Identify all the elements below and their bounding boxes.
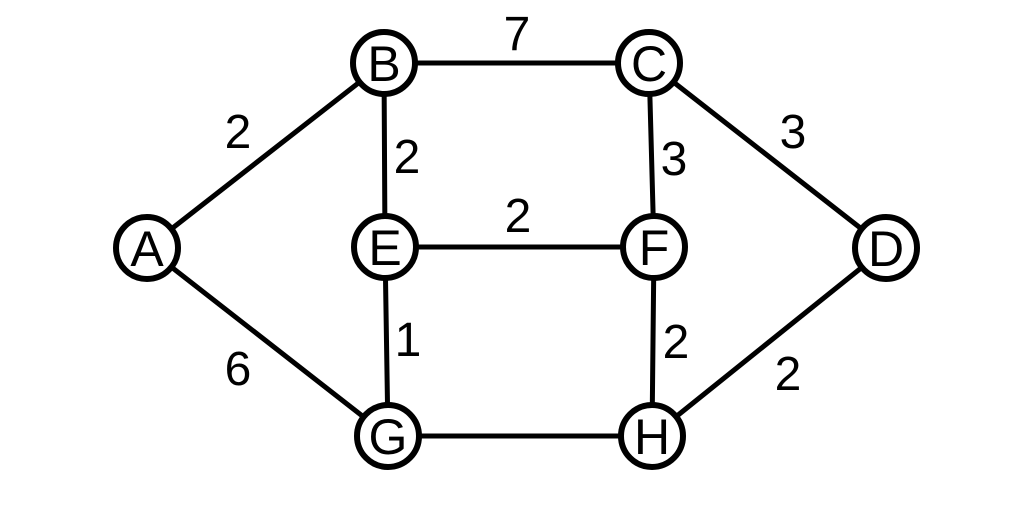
edge-weight-B-C: 7 [504,8,531,61]
node-circle-H [618,402,686,470]
node-label-E: E [368,220,401,276]
node-H: H [618,402,686,470]
node-label-F: F [639,220,670,276]
edge-weight-A-G: 6 [225,343,252,396]
nodes-layer: A B C D E F G H [113,29,920,470]
edge-weight-C-D: 3 [780,106,807,159]
edge-A-B [144,60,387,251]
edge-weight-H-D: 2 [775,348,802,401]
node-C: C [615,29,683,97]
edge-weight-E-F: 2 [505,190,532,243]
node-D: D [852,214,920,282]
node-circle-A [113,214,181,282]
weights-layer: 2 7 2 3 3 2 1 2 6 2 [225,8,807,401]
edge-weight-A-B: 2 [225,106,252,159]
node-circle-B [350,29,418,97]
node-circle-F [620,213,688,281]
edge-weight-E-G: 1 [395,314,422,367]
edge-weight-B-E: 2 [394,131,421,184]
node-G: G [354,402,422,470]
node-label-H: H [634,409,670,465]
node-B: B [350,29,418,97]
node-circle-E [351,213,419,281]
node-F: F [620,213,688,281]
node-label-C: C [631,36,667,92]
edge-A-G [144,245,391,439]
edge-C-D [646,60,889,251]
node-label-A: A [130,221,164,277]
node-A: A [113,214,181,282]
edge-H-D [649,245,889,439]
edges-layer [144,60,889,439]
node-circle-G [354,402,422,470]
edge-weight-F-H: 2 [663,316,690,369]
node-circle-C [615,29,683,97]
edge-weight-C-F: 3 [661,133,688,186]
node-E: E [351,213,419,281]
node-label-D: D [868,221,904,277]
node-label-B: B [367,36,400,92]
node-circle-D [852,214,920,282]
node-label-G: G [369,409,408,465]
